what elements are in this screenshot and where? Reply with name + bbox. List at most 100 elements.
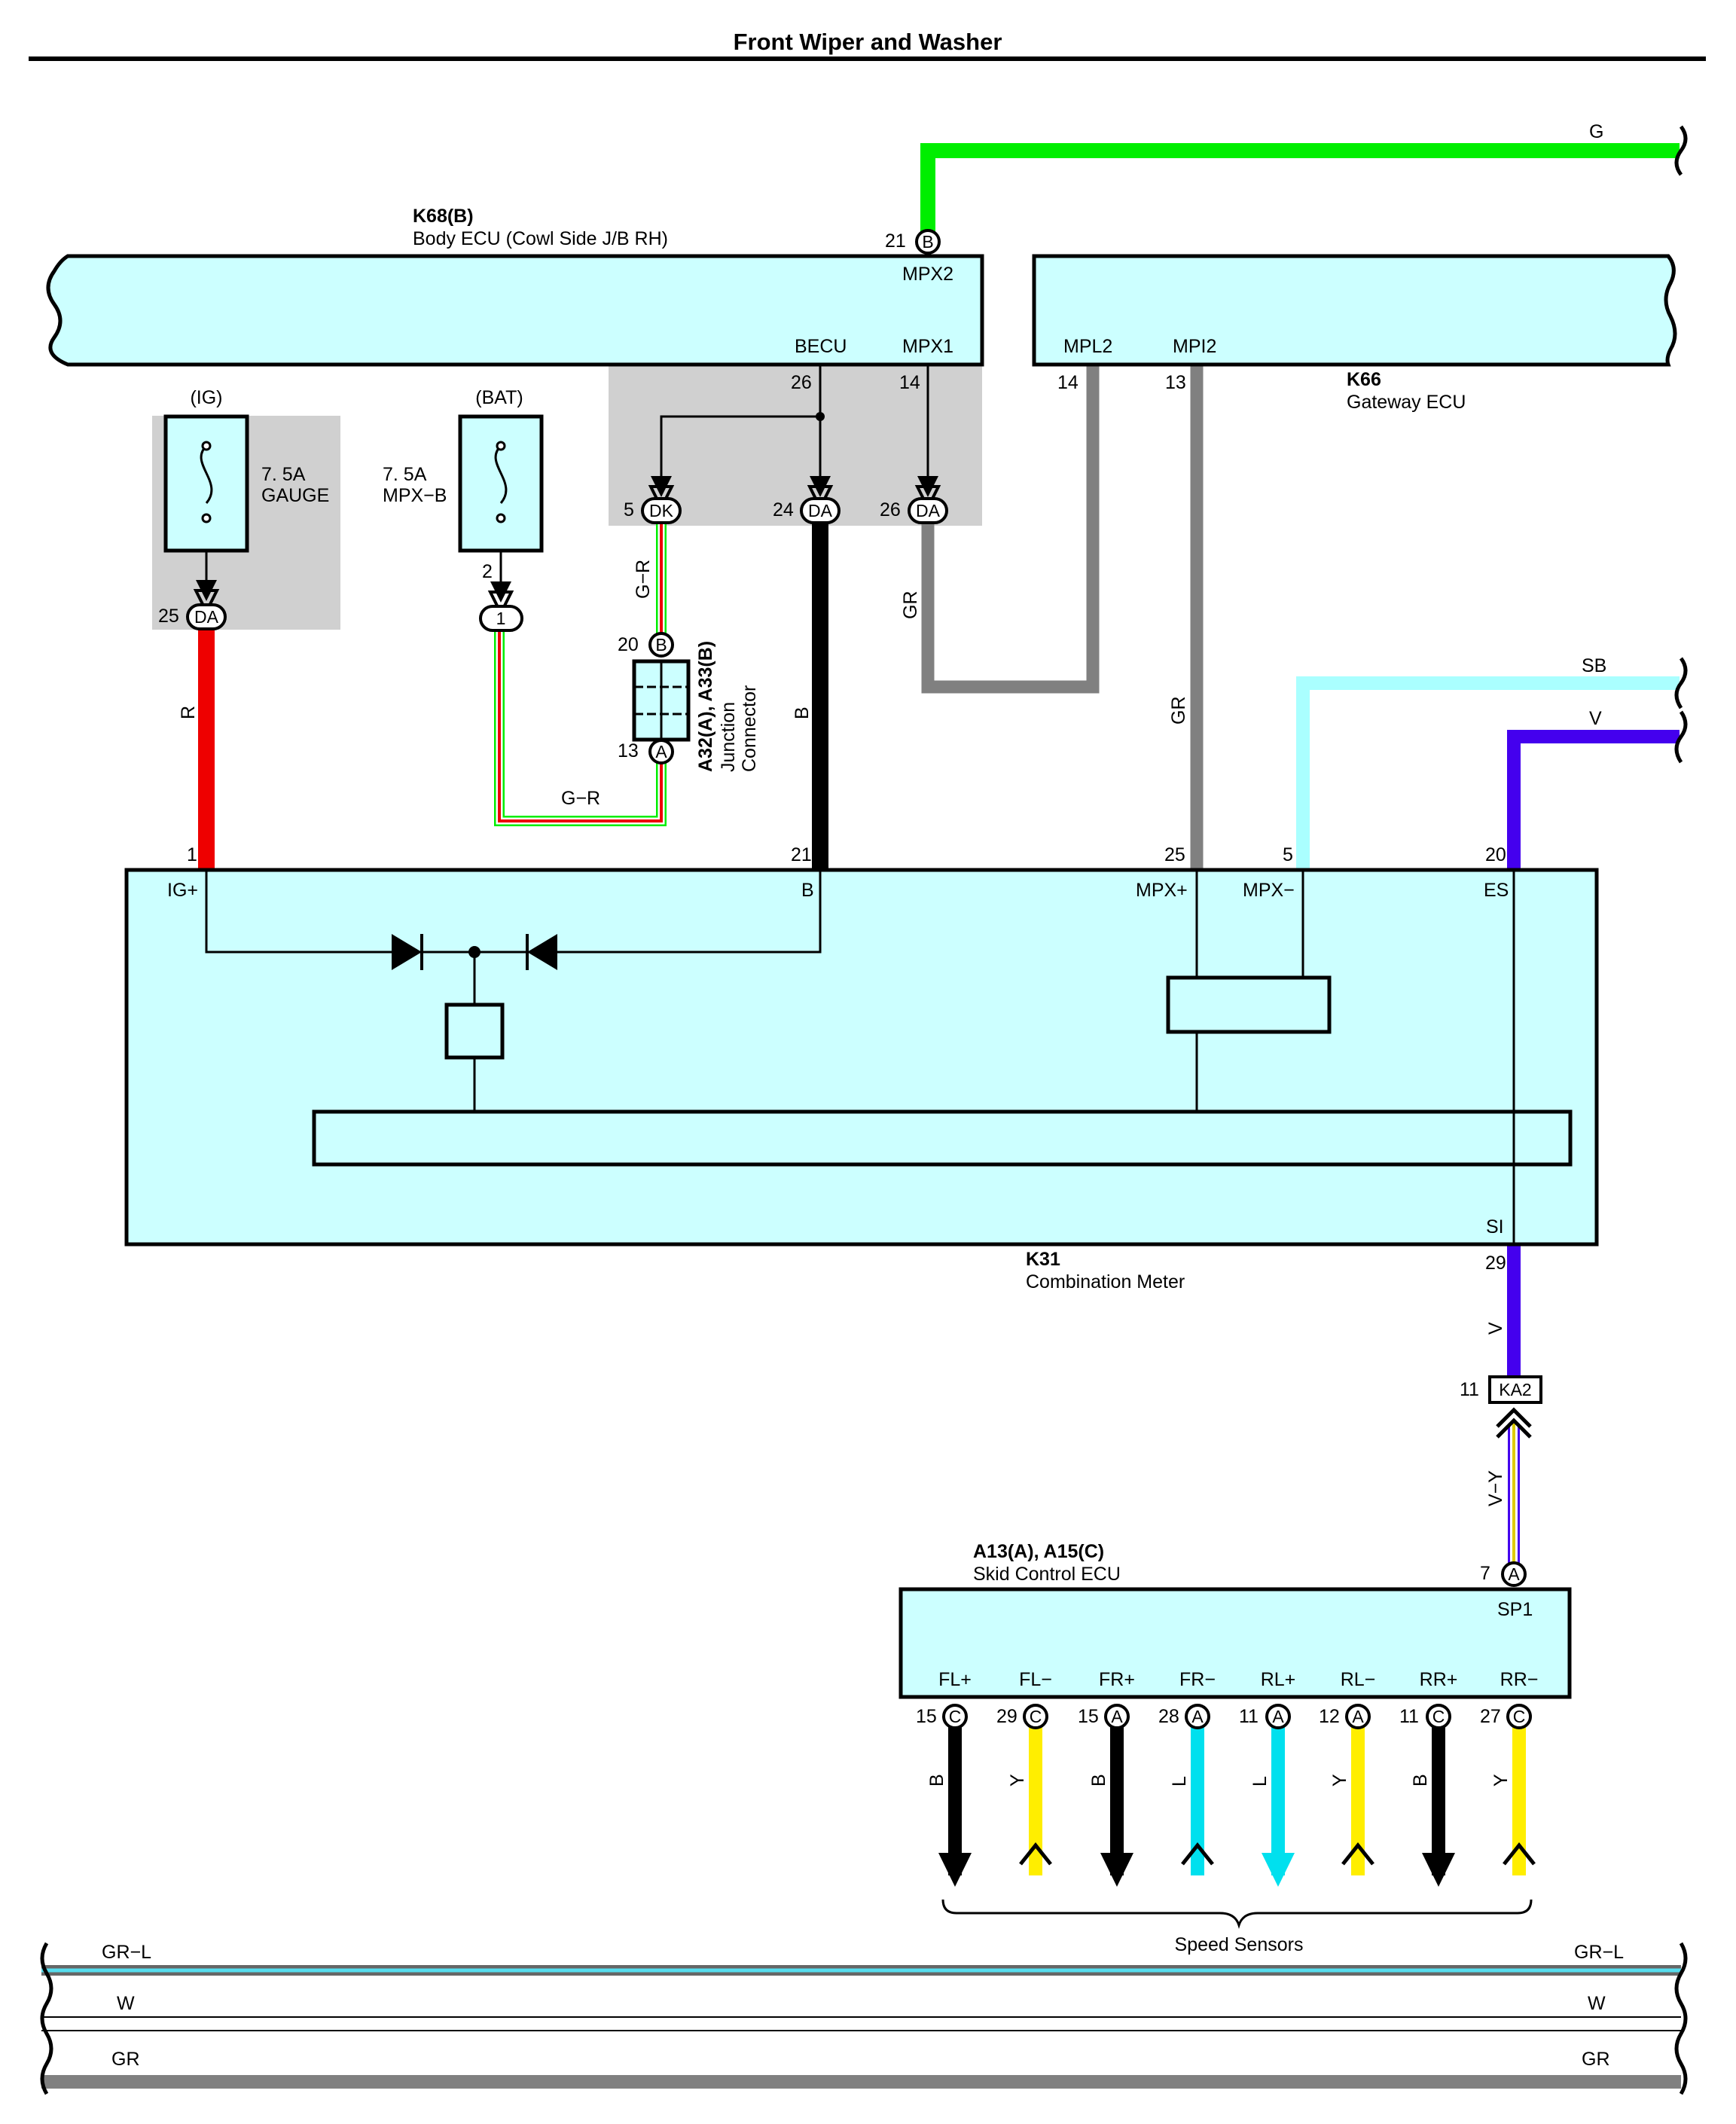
- fuse-gauge-dot-top: [201, 441, 212, 451]
- term-4: RL+: [1261, 1669, 1296, 1690]
- fuse-gauge-name: GAUGE: [261, 485, 329, 506]
- term-3: FR−: [1179, 1669, 1216, 1690]
- pin-mpl2: 14: [1057, 372, 1079, 393]
- term-mpx1: MPX1: [902, 336, 953, 357]
- fuse-gauge-dot-bottom: [201, 513, 212, 523]
- conn-da24-label: DA: [808, 501, 833, 520]
- speed-arrow-0: [938, 1853, 972, 1887]
- meter-cpu-bar: [312, 1109, 1573, 1167]
- fuse-mpxb-source: (BAT): [475, 387, 523, 408]
- wire-label-r: R: [178, 706, 199, 719]
- term-sp1: SP1: [1497, 1599, 1533, 1620]
- wire-label-sb: SB: [1582, 655, 1606, 676]
- speed-conn-1: [1023, 1704, 1048, 1729]
- gateway-ecu-box: [1032, 254, 1677, 367]
- speed-wire-label-7: Y: [1490, 1774, 1512, 1787]
- pin-meter-mpx-minus: 5: [1283, 844, 1293, 865]
- wire-label-v-top: V: [1589, 708, 1602, 729]
- pin-meter-mpx-plus: 25: [1164, 844, 1185, 865]
- wire-label-gr1: G−R: [633, 560, 654, 599]
- pin-mpx1: 14: [899, 372, 920, 393]
- bus-label-left-0: GR−L: [102, 1942, 151, 1963]
- wire-label-v-si: V: [1485, 1322, 1506, 1335]
- fuse-mpxb-element: [494, 444, 508, 504]
- term-si: SI: [1486, 1216, 1504, 1237]
- bus-label-right-2: GR: [1582, 2049, 1610, 2070]
- speed-wire-label-1: Y: [1007, 1774, 1028, 1787]
- bus-label-left-1: W: [117, 1993, 135, 2014]
- fuse-gauge-element: [200, 444, 213, 504]
- diode-left: [392, 934, 422, 970]
- sb-wire-break: [1674, 657, 1688, 710]
- pin-ka2: 11: [1460, 1379, 1479, 1400]
- term-1: FL−: [1019, 1669, 1052, 1690]
- speed-pin-6: 11: [1399, 1706, 1419, 1727]
- fuse-gauge: [163, 414, 249, 553]
- conn-sp1: [1501, 1561, 1527, 1587]
- fuse-gauge-source: (IG): [190, 387, 222, 408]
- wire-v-top: [1507, 730, 1680, 870]
- wire-label-gr2: G−R: [561, 788, 600, 809]
- pin-jc-a: 13: [618, 740, 639, 761]
- conn-da26: [908, 497, 948, 524]
- speed-conn-letter-2: A: [1111, 1707, 1123, 1726]
- diagram-title: Front Wiper and Washer: [734, 29, 1002, 55]
- speed-pin-4: 11: [1239, 1706, 1259, 1727]
- speed-conn-6: [1426, 1704, 1451, 1729]
- combination-meter-box: [124, 868, 1599, 1247]
- gateway-ecu-code: K66: [1347, 369, 1381, 390]
- bus-label-right-1: W: [1588, 1993, 1606, 2014]
- speed-conn-letter-5: A: [1352, 1707, 1364, 1726]
- conn-dk-label: DK: [649, 501, 674, 520]
- bus-right-break: [1674, 1942, 1688, 2095]
- pin-dk: 5: [624, 499, 634, 520]
- speed-wire-label-0: B: [926, 1774, 947, 1787]
- pin-da26: 26: [880, 499, 901, 520]
- speed-wire-label-2: B: [1088, 1774, 1109, 1787]
- conn-1-label: 1: [496, 609, 506, 628]
- speed-conn-letter-7: C: [1513, 1707, 1526, 1726]
- g-wire-break: [1674, 125, 1688, 176]
- pin-sp1: 7: [1480, 1563, 1490, 1584]
- wire-label-vy: V−Y: [1485, 1470, 1506, 1506]
- speed-pin-2: 15: [1078, 1706, 1099, 1727]
- speed-arrow-2: [1100, 1853, 1133, 1887]
- speed-conn-letter-1: C: [1030, 1707, 1042, 1726]
- fuse-mpxb-dot-bottom: [496, 513, 506, 523]
- bus-label-left-2: GR: [111, 2049, 140, 2070]
- diode-right: [527, 934, 557, 970]
- conn-mpx2: [915, 229, 941, 255]
- term-ig: IG+: [167, 880, 198, 901]
- arrow-mpxb-outline: [487, 591, 514, 617]
- conn-sp1-letter: A: [1508, 1564, 1520, 1584]
- term-mpl2: MPL2: [1063, 336, 1112, 357]
- conn-1: [479, 605, 523, 632]
- term-es: ES: [1484, 880, 1509, 901]
- speed-conn-0: [942, 1704, 968, 1729]
- conn-dk: [641, 497, 682, 524]
- fuse-gauge-rating: 7. 5A: [261, 464, 306, 485]
- conn-jc-b-letter: B: [655, 635, 667, 655]
- junction-connector-name2: Connector: [739, 685, 760, 772]
- wire-label-gr-left: GR: [900, 591, 921, 620]
- speed-wire-label-4: L: [1249, 1776, 1271, 1787]
- speed-conn-3: [1185, 1704, 1210, 1729]
- junction-connector-name1: Junction: [718, 702, 739, 772]
- wire-label-g: G: [1589, 121, 1603, 142]
- term-0: FL+: [938, 1669, 972, 1690]
- speed-pin-7: 27: [1480, 1706, 1501, 1727]
- bus-label-right-0: GR−L: [1574, 1942, 1624, 1963]
- pin-mpi2: 13: [1165, 372, 1186, 393]
- term-mpx-minus: MPX−: [1243, 880, 1295, 901]
- conn-da26-label: DA: [916, 501, 941, 520]
- pin-meter-si: 29: [1485, 1253, 1506, 1274]
- pin-da24: 24: [773, 499, 794, 520]
- speed-chevron-3: [1181, 1842, 1214, 1866]
- wire-gr-mpxb-stripe: [498, 631, 663, 822]
- skid-control-ecu-box: [899, 1587, 1572, 1699]
- pin-meter-b: 21: [791, 844, 812, 865]
- wire-label-gr-mid: GR: [1168, 697, 1189, 725]
- speed-conn-4: [1265, 1704, 1291, 1729]
- wire-label-b: B: [792, 706, 813, 719]
